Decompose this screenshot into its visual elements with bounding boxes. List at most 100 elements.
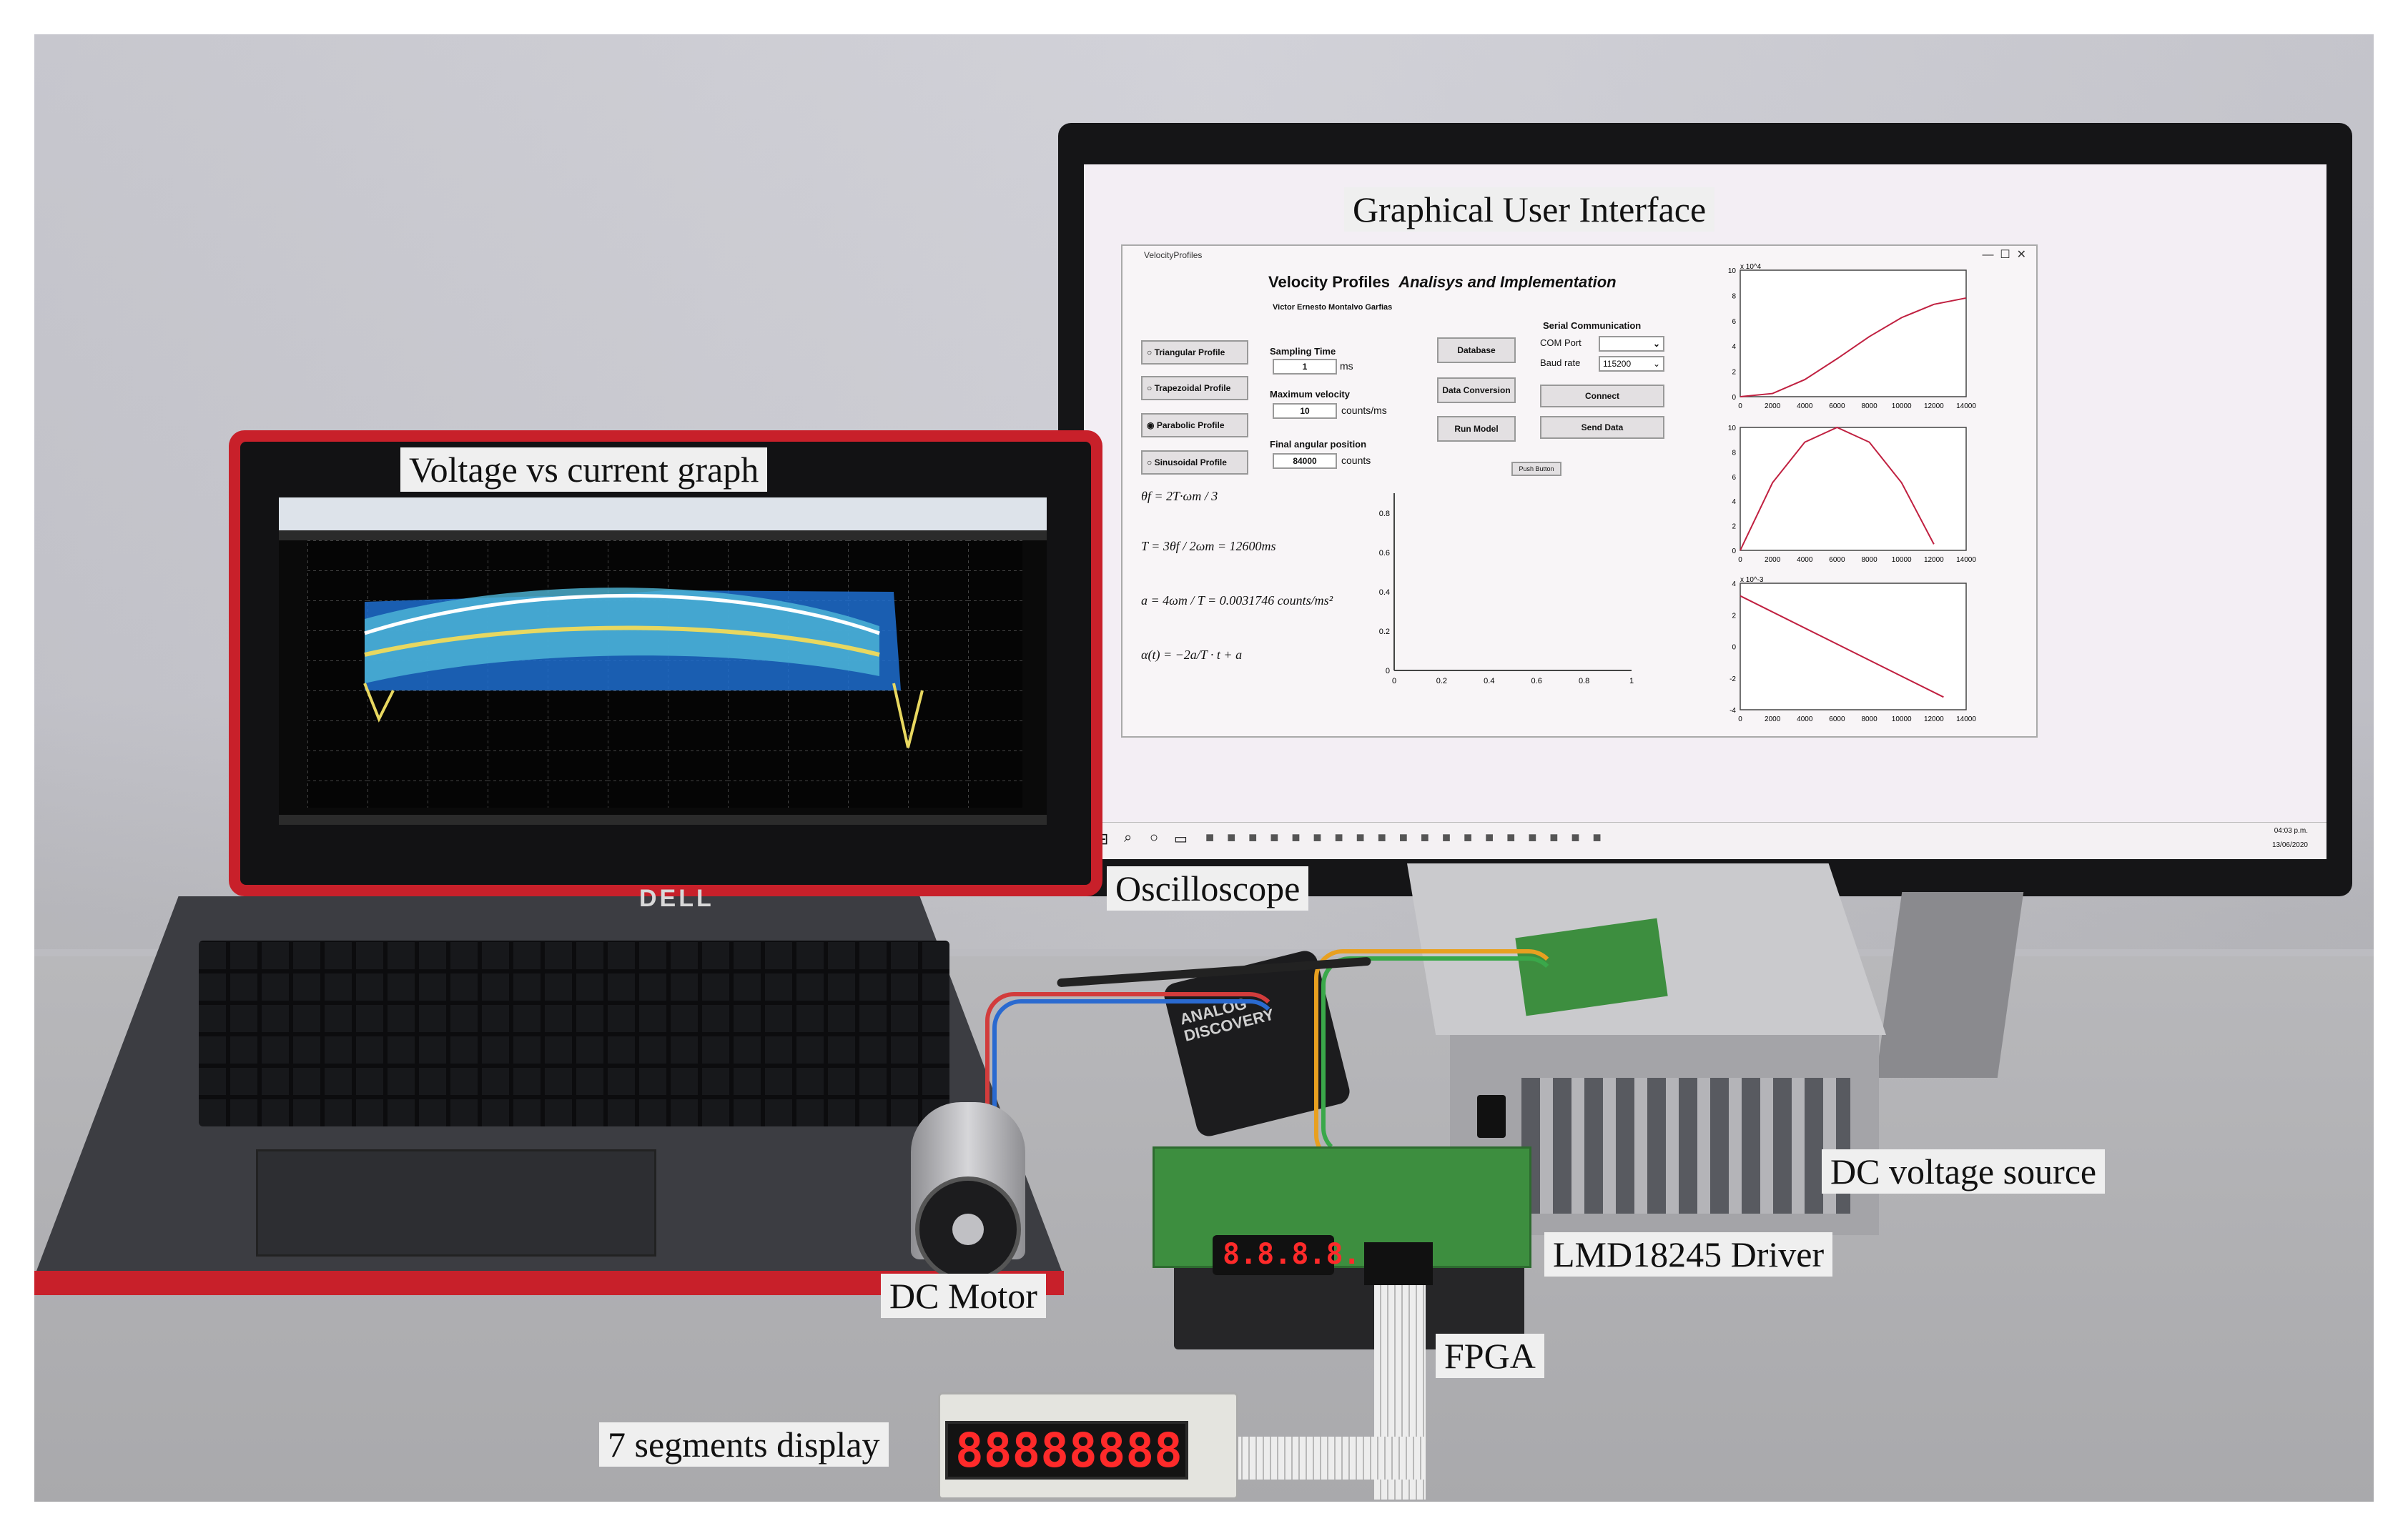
x-tick-label: 14000: [1956, 556, 1976, 564]
y-tick-label: 4: [1732, 343, 1736, 351]
radio-dot: ○: [1147, 347, 1155, 357]
x-tick-label: 10000: [1892, 402, 1912, 410]
laptop-lid: [229, 430, 1102, 896]
y-tick-label: 2: [1732, 612, 1736, 620]
sampling-input[interactable]: 1: [1273, 359, 1337, 375]
sampling-label: Sampling Time: [1270, 346, 1336, 357]
current-trace-cyan: [365, 588, 879, 683]
fpga-connector: [1364, 1242, 1433, 1285]
maxvel-input[interactable]: 10: [1273, 403, 1337, 419]
gui-window: VelocityProfiles — ☐ ✕ Velocity Profiles…: [1121, 244, 2038, 738]
y-tick-label: 10: [1728, 267, 1737, 275]
radio-triangular-profile[interactable]: ○ Triangular Profile: [1141, 340, 1248, 365]
empty-y-tick: 0: [1386, 667, 1390, 675]
gui-heading: Velocity Profiles Analisys and Implement…: [1268, 273, 1617, 292]
seven-seg-display: 88888888: [945, 1421, 1188, 1480]
radio-label: Trapezoidal Profile: [1154, 383, 1231, 393]
plot-frame: [1740, 427, 1967, 551]
plot-frame: [1740, 583, 1967, 710]
taskview-icon[interactable]: ▭: [1174, 831, 1188, 847]
serial-title: Serial Communication: [1543, 320, 1642, 331]
run-model-button[interactable]: Run Model: [1437, 416, 1516, 442]
heading-bold: Velocity Profiles: [1268, 273, 1390, 291]
x-tick-label: 4000: [1797, 402, 1813, 410]
x-tick-label: 12000: [1924, 556, 1944, 564]
data-conversion-button[interactable]: Data Conversion: [1437, 377, 1516, 403]
baud-rate-select[interactable]: 115200⌄: [1599, 356, 1664, 372]
monitor-screen: VelocityProfiles — ☐ ✕ Velocity Profiles…: [1084, 164, 2326, 859]
equation-4: α(t) = −2a/T · t + a: [1141, 648, 1243, 662]
radio-parabolic-profile[interactable]: ◉ Parabolic Profile: [1141, 413, 1248, 437]
y-exponent-label: x 10^4: [1740, 263, 1762, 271]
dc-motor: [911, 1102, 1025, 1282]
chevron-down-icon: ⌄: [1652, 339, 1660, 349]
label-fpga: FPGA: [1436, 1334, 1544, 1378]
x-tick-label: 10000: [1892, 715, 1912, 723]
equation-1: θf = 2T·ωm / 3: [1141, 489, 1218, 503]
x-tick-label: 6000: [1829, 715, 1845, 723]
taskbar-date: 13/06/2020: [2271, 841, 2308, 849]
x-tick-label: 0: [1738, 402, 1742, 410]
finalpos-unit: counts: [1341, 455, 1371, 466]
empty-x-tick: 0.4: [1484, 677, 1494, 685]
x-tick-label: 6000: [1829, 402, 1845, 410]
empty-x-tick: 0.8: [1579, 677, 1589, 685]
radio-dot: ○: [1147, 457, 1155, 467]
window-controls[interactable]: — ☐ ✕: [1982, 249, 2026, 261]
pinned-apps-icons[interactable]: ■■■■■■■■■■■■■■■■■■■: [1205, 830, 1614, 846]
database-button[interactable]: Database: [1437, 337, 1516, 363]
y-tick-label: 10: [1728, 425, 1737, 432]
empty-x-tick: 1: [1629, 677, 1634, 685]
y-tick-label: 0: [1732, 394, 1736, 402]
scope-menu-bar: [279, 497, 1047, 530]
y-tick-label: 8: [1732, 449, 1736, 457]
finalpos-input[interactable]: 84000: [1273, 453, 1337, 469]
radio-label: Triangular Profile: [1154, 347, 1225, 357]
com-port-select[interactable]: ⌄: [1599, 336, 1664, 352]
finalpos-label: Final angular position: [1270, 439, 1367, 450]
y-tick-label: 6: [1732, 318, 1736, 326]
radio-trapezoidal-profile[interactable]: ○ Trapezoidal Profile: [1141, 376, 1248, 400]
x-tick-label: 14000: [1956, 715, 1976, 723]
empty-y-tick: 0.4: [1379, 588, 1390, 597]
laptop-touchpad: [256, 1149, 656, 1257]
baud-rate-label: Baud rate: [1540, 357, 1581, 368]
x-tick-label: 8000: [1861, 715, 1877, 723]
label-voltage-graph: Voltage vs current graph: [400, 447, 768, 492]
laptop-keyboard: [199, 941, 949, 1126]
scope-toolbar: [279, 530, 1047, 540]
radio-label: Parabolic Profile: [1156, 420, 1225, 430]
connect-button[interactable]: Connect: [1540, 385, 1664, 407]
voltage-trace-yellow: [364, 625, 880, 657]
cortana-icon[interactable]: ○: [1150, 830, 1159, 846]
x-tick-label: 8000: [1861, 556, 1877, 564]
maxvel-unit: counts/ms: [1341, 405, 1387, 416]
ribbon-cable-horizontal: [1214, 1437, 1426, 1480]
x-tick-label: 4000: [1797, 556, 1813, 564]
x-tick-label: 2000: [1765, 402, 1781, 410]
power-switch[interactable]: [1477, 1095, 1506, 1138]
series-line: [1740, 426, 1935, 551]
fpga-7seg-readout: 8.8.8.8.: [1223, 1238, 1361, 1271]
author-name: Victor Ernesto Montalvo Garfias: [1273, 303, 1393, 312]
radio-sinusoidal-profile[interactable]: ○ Sinusoidal Profile: [1141, 450, 1248, 475]
sampling-unit: ms: [1340, 360, 1353, 372]
x-tick-label: 12000: [1924, 715, 1944, 723]
series-line: [1740, 595, 1944, 698]
wire-green: [1321, 956, 1557, 1156]
y-tick-label: 4: [1732, 498, 1736, 506]
x-tick-label: 0: [1738, 556, 1742, 564]
maxvel-label: Maximum velocity: [1270, 389, 1350, 400]
search-icon[interactable]: ⌕: [1124, 830, 1133, 846]
push-button[interactable]: Push Button: [1511, 462, 1561, 476]
label-driver: LMD18245 Driver: [1544, 1232, 1833, 1277]
scope-status-bar: [279, 815, 1047, 825]
label-gui: Graphical User Interface: [1344, 187, 1715, 232]
send-data-button[interactable]: Send Data: [1540, 416, 1664, 439]
laptop-bezel: [240, 442, 1091, 885]
chevron-down-icon: ⌄: [1652, 359, 1660, 369]
